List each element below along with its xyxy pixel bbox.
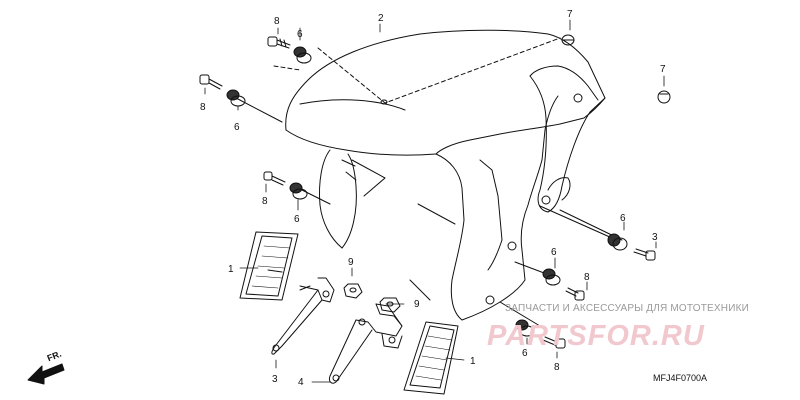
callout-1: 1: [228, 264, 234, 275]
callout-6: 6: [234, 122, 240, 133]
bolt-8-mid-right: [565, 287, 585, 301]
bolt-7-right: [657, 90, 671, 104]
front-arrow: [27, 363, 65, 385]
callout-1: 1: [470, 356, 476, 367]
callout-7: 7: [567, 9, 573, 20]
callout-7: 7: [660, 64, 666, 75]
callout-6: 6: [620, 213, 626, 224]
callout-2: 2: [378, 13, 384, 24]
bolt-8-top-left: [267, 36, 291, 49]
nut-9-left: [343, 283, 363, 299]
callout-3: 3: [652, 232, 658, 243]
callout-numbers: 8 6 2 7 7 8 6 8 6 6 3 1 9 6 8 9 3 4 1 6 …: [200, 9, 666, 388]
callout-9: 9: [348, 257, 354, 268]
callout-6: 6: [297, 29, 303, 40]
reflector-left: [239, 231, 299, 301]
callout-3: 3: [272, 374, 278, 385]
grommet-6-mid-left: [289, 182, 308, 200]
callout-8: 8: [274, 16, 280, 27]
bolt-8-right: [633, 248, 656, 261]
diagram-code: MFJ4F0700A: [653, 373, 708, 383]
grommet-6-bottom: [515, 319, 535, 337]
callout-6: 6: [551, 247, 557, 258]
callout-6: 6: [294, 214, 300, 225]
callout-4: 4: [298, 377, 304, 388]
callout-8: 8: [554, 362, 560, 373]
watermark-logo: PARTSFOR.RU: [487, 320, 705, 352]
grommet-6-mid-right: [542, 268, 561, 286]
grommet-6-right: [607, 233, 628, 251]
callout-8: 8: [584, 272, 590, 283]
grommet-6-left: [226, 89, 246, 107]
callout-9: 9: [414, 299, 420, 310]
stay-bracket-4: [329, 303, 403, 384]
callout-6: 6: [522, 348, 528, 359]
watermark-tagline: ЗАПЧАСТИ И АКСЕССУАРЫ ДЛЯ МОТОТЕХНИКИ: [505, 303, 750, 314]
bolt-7-top-right: [561, 34, 575, 46]
bolt-8-left: [199, 74, 223, 90]
front-fender: [285, 29, 606, 321]
callout-8: 8: [200, 102, 206, 113]
grommet-6-top-left: [293, 46, 312, 64]
stay-bracket-3: [271, 277, 335, 355]
bolt-8-mid-left: [263, 171, 286, 186]
callout-8: 8: [262, 196, 268, 207]
reflector-right: [403, 321, 459, 395]
bolt-8-bottom: [542, 336, 566, 349]
